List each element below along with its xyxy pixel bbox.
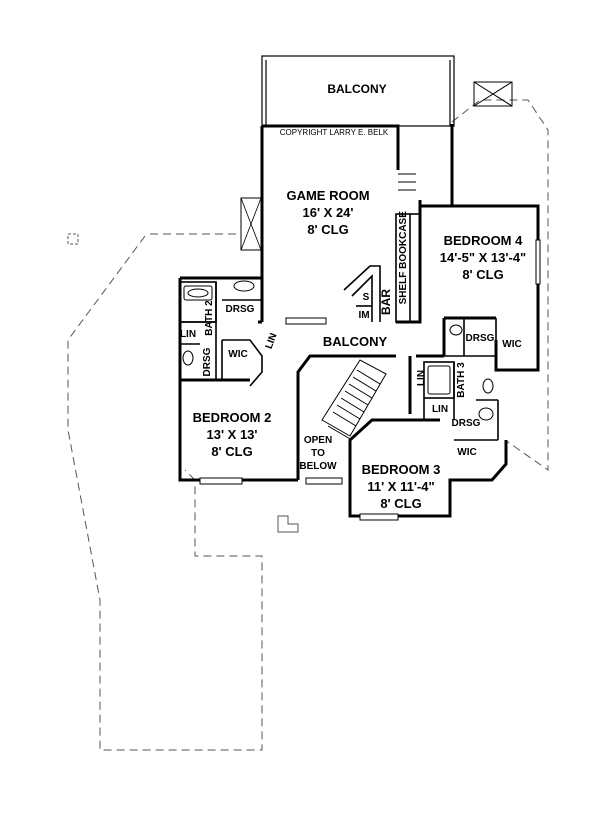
game-room-size: 16' X 24' (303, 205, 354, 220)
bar-label: BAR (379, 289, 393, 315)
lin-label-d: LIN (432, 404, 448, 415)
corner-marker (67, 233, 79, 245)
balcony-mid-label: BALCONY (323, 334, 388, 349)
bookcase-label: BOOKCASE (398, 211, 409, 269)
bath2-label: BATH 2 (204, 300, 215, 336)
walls (178, 124, 540, 518)
fixtures (182, 280, 494, 421)
bedroom4-ceiling: 8' CLG (462, 267, 503, 282)
bedroom2-ceiling: 8' CLG (211, 444, 252, 459)
lin-label-c: LIN (416, 370, 427, 386)
lin-label-a: LIN (180, 329, 196, 340)
bath3-label: BATH 3 (456, 362, 467, 398)
wic-label-a: WIC (228, 349, 247, 360)
game-room-ceiling: 8' CLG (307, 222, 348, 237)
wic-label-c: WIC (457, 447, 476, 458)
bedroom2-name: BEDROOM 2 (193, 410, 272, 425)
wic-label-b: WIC (502, 339, 521, 350)
open-to-below-line1: OPEN (304, 435, 332, 446)
partitions (179, 213, 499, 441)
drsg-label-b: DRSG (202, 347, 213, 376)
drsg-label-d: DRSG (452, 418, 481, 429)
foundation-notch (277, 515, 299, 533)
drsg-label-c: DRSG (466, 333, 495, 344)
skylight (473, 81, 513, 107)
bedroom4-size: 14'-5" X 13'-4" (440, 250, 526, 265)
drsg-label-a: DRSG (226, 304, 255, 315)
shelf-label: SHELF (398, 272, 409, 305)
lower-floor-outline (67, 99, 549, 751)
open-to-below-line2: TO (311, 448, 325, 459)
copyright-text: COPYRIGHT LARRY E. BELK (280, 128, 389, 137)
bedroom3-ceiling: 8' CLG (380, 496, 421, 511)
im-label: IM (358, 310, 369, 321)
game-room-name: GAME ROOM (286, 188, 369, 203)
window-panes (240, 197, 262, 251)
staircase (321, 359, 387, 441)
open-to-below-line3: BELOW (299, 461, 337, 472)
bedroom3-name: BEDROOM 3 (362, 462, 441, 477)
balcony-top-label: BALCONY (327, 82, 386, 96)
bedroom3-size: 11' X 11'-4" (367, 479, 434, 494)
lin-label-b: LIN (264, 332, 280, 351)
s-label: S (363, 292, 370, 303)
game-room-steps (398, 173, 416, 191)
bedroom2-size: 13' X 13' (207, 427, 258, 442)
bedroom4-name: BEDROOM 4 (444, 233, 524, 248)
